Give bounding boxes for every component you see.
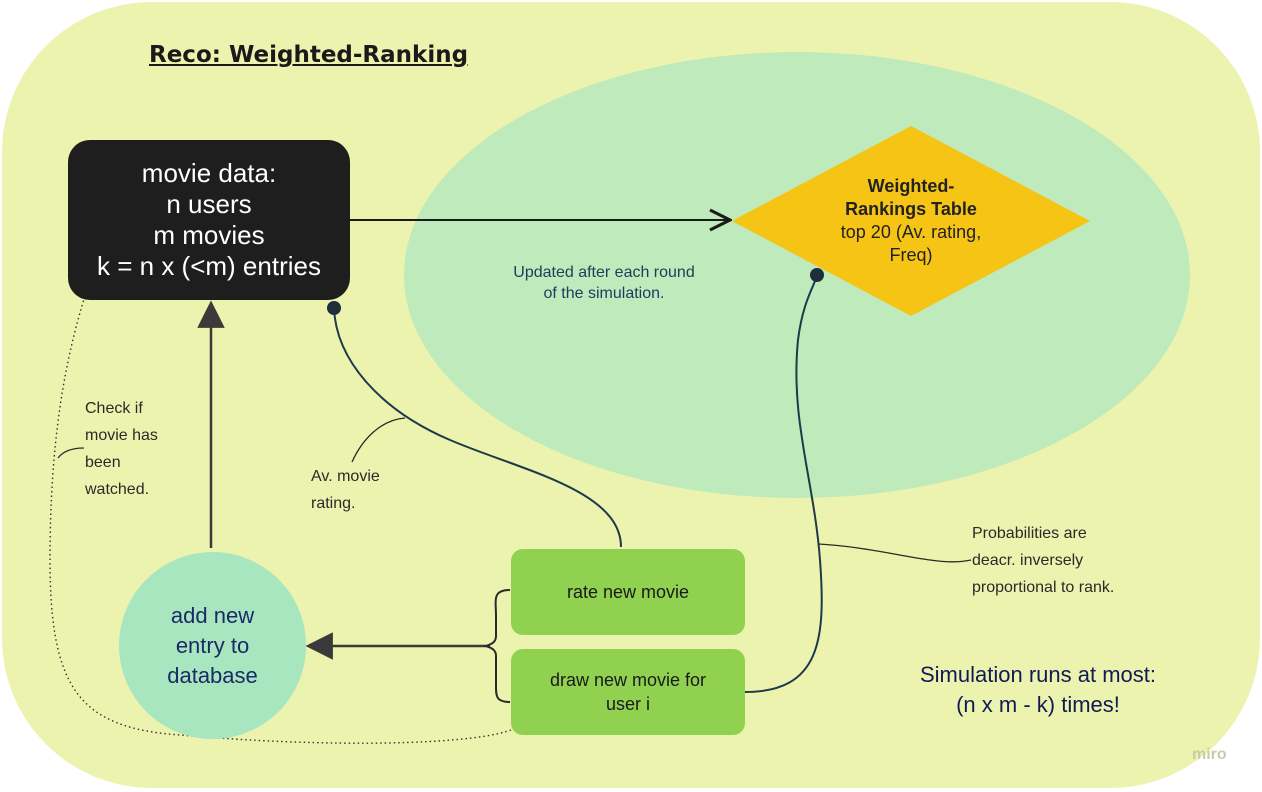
rankings-title-line: Rankings Table [845,199,977,219]
check-note-leader [57,447,85,459]
movie-data-line: k = n x (<m) entries [97,251,321,281]
note-line: watched. [85,481,150,498]
weighted-rankings-diamond [732,126,1090,316]
update-ellipse [404,52,1190,498]
note-line: proportional to rank. [972,579,1115,596]
note-line: movie has [85,427,158,444]
rate-node-label: rate new movie [566,582,690,602]
avrating-note-leader [351,417,406,463]
rankings-detail-line: Freq) [889,245,933,265]
add-entry-circle: add new entry to database [119,552,306,739]
note-line: deacr. inversely [972,552,1084,569]
note-line: Probabilities are [972,525,1087,542]
circle-line: entry to [175,632,250,658]
buttons-brace [482,589,511,703]
note-line: been [85,454,121,471]
draw-to-rankings-dot [810,268,824,282]
movie-data-line: m movies [153,220,265,250]
avrating-connector [333,307,622,548]
sim-line: (n x m - k) times! [956,692,1120,717]
check-watched-note: Check if movie has been watched. [85,395,158,503]
rankings-detail-line: top 20 (Av. rating, [840,222,982,242]
circle-line: database [167,662,258,688]
rankings-title-line: Weighted- [867,176,955,196]
weighted-rankings-label: Weighted- Rankings Table top 20 (Av. rat… [810,175,1012,267]
note-line: rating. [311,495,356,512]
movie-data-line: movie data: [141,158,277,188]
note-line: Av. movie [311,468,380,485]
draw-node-line: user i [605,694,650,714]
check-watched-dotted-line [49,295,512,744]
draw-to-rankings-connector [744,274,823,693]
sim-line: Simulation runs at most: [920,662,1156,687]
avrating-note: Av. movie rating. [311,463,380,517]
diagram-title: Reco: Weighted-Ranking [149,42,469,68]
probabilities-note-leader [817,543,972,563]
simulation-note: Simulation runs at most: (n x m - k) tim… [888,660,1188,720]
circle-line: add new [170,602,255,628]
miro-watermark: miro [1192,746,1227,763]
ellipse-update-note: Updated after each round of the simulati… [513,264,695,302]
movie-data-line: n users [166,189,252,219]
note-line: Check if [85,400,143,417]
movie-data-box: movie data: n users m movies k = n x (<m… [68,140,350,300]
rate-new-movie-node: rate new movie [511,549,745,635]
draw-new-movie-node: draw new movie for user i [511,649,745,735]
avrating-connector-dot [327,301,341,315]
draw-node-line: draw new movie for [549,670,707,690]
probabilities-note: Probabilities are deacr. inversely propo… [972,520,1114,601]
